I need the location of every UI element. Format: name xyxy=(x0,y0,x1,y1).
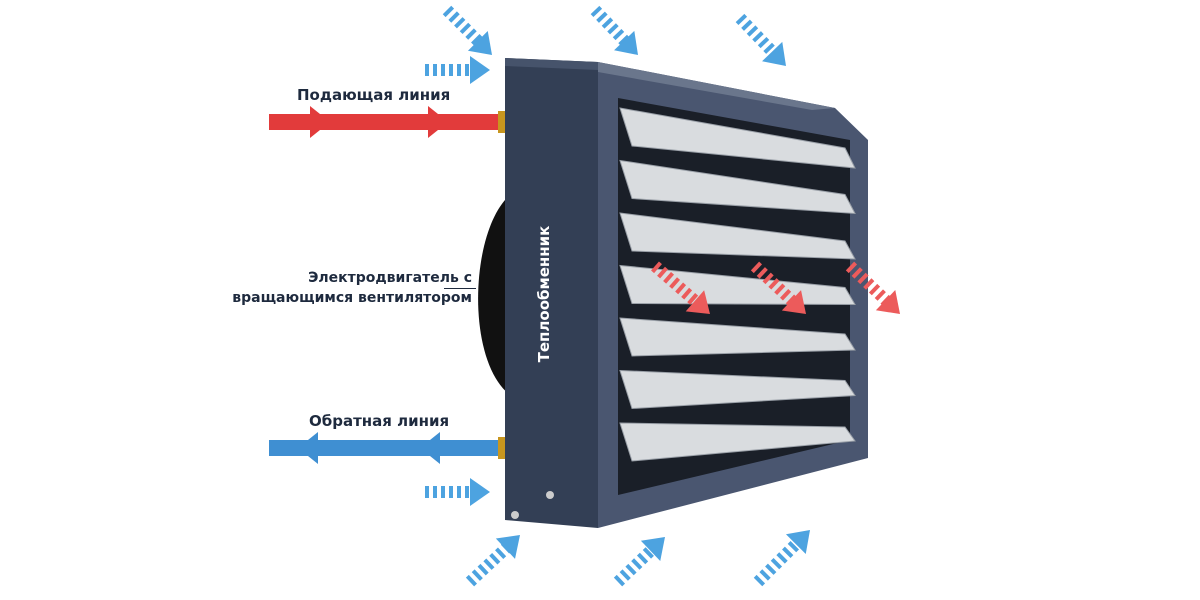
supply-line-label: Подающая линия xyxy=(297,86,451,104)
motor-label: Электродвигатель с вращающимся вентилято… xyxy=(232,268,472,308)
airflow-arrow xyxy=(845,261,900,314)
airflow-arrow xyxy=(651,261,710,315)
louvre-slat xyxy=(619,422,856,462)
louvre-slat xyxy=(619,159,856,215)
airflow-arrow xyxy=(613,537,665,587)
airflow-arrow xyxy=(425,56,490,84)
airflow-arrows xyxy=(425,5,900,587)
return-line-label: Обратная линия xyxy=(309,412,450,430)
louvre-slat xyxy=(619,317,856,357)
fan-motor xyxy=(478,195,510,395)
airflow-arrow xyxy=(425,478,490,506)
louvre-slat xyxy=(619,107,856,169)
louvre-slat xyxy=(619,264,856,306)
motor-leader-line xyxy=(444,288,476,289)
motor-label-line1: Электродвигатель с xyxy=(308,270,472,286)
louvres xyxy=(619,107,856,462)
airflow-arrow xyxy=(750,261,807,314)
louvre-slat xyxy=(619,369,856,410)
supply-pipe xyxy=(269,106,506,138)
louvre-slat xyxy=(619,212,856,260)
airflow-arrow xyxy=(753,529,811,587)
heat-exchanger-label: Теплообменник xyxy=(535,225,553,363)
airflow-arrow xyxy=(465,534,520,587)
motor-label-line2: вращающимся вентилятором xyxy=(232,290,472,306)
airflow-arrow xyxy=(735,13,786,66)
return-pipe xyxy=(269,432,506,464)
airflow-arrow xyxy=(590,5,639,56)
housing-side-panel xyxy=(505,58,598,528)
airflow-arrow xyxy=(442,5,492,55)
